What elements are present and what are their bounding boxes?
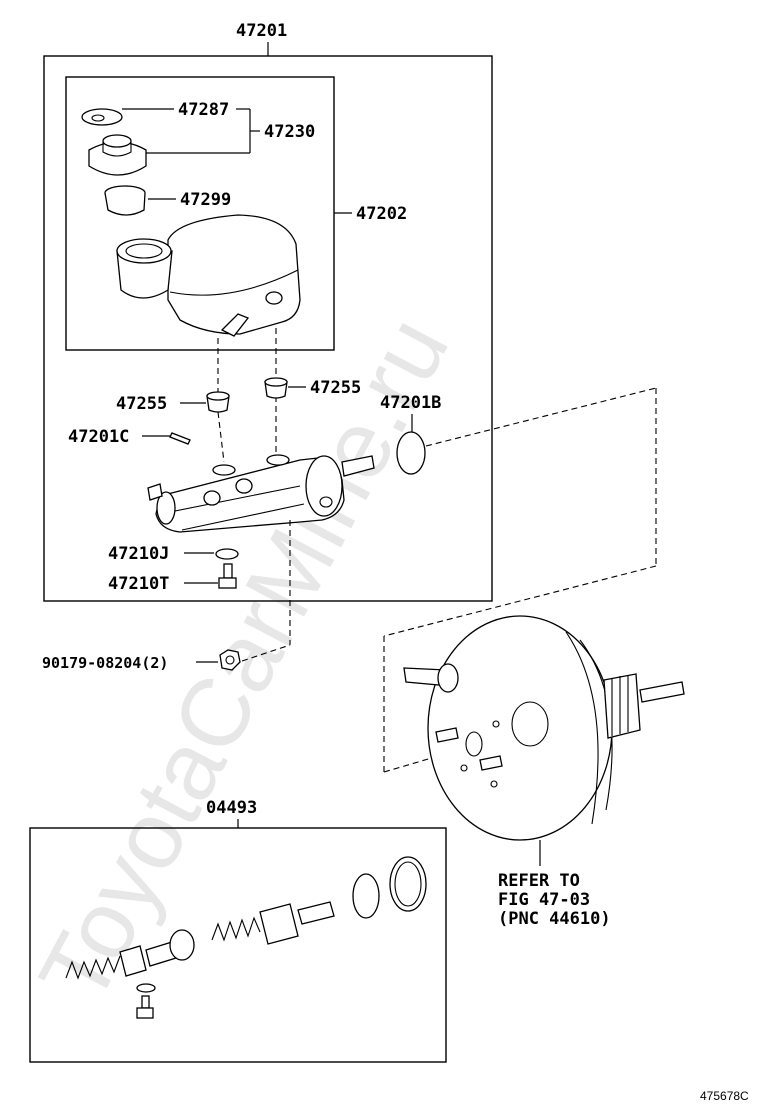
kit-04493-box xyxy=(29,827,447,1063)
kit-oring-small xyxy=(352,873,380,919)
kit-spring-1 xyxy=(65,955,121,980)
assembly-47201-group: 47201 xyxy=(43,21,493,602)
kit-piston-1-cup xyxy=(169,929,195,961)
label-47202[interactable]: 47202 xyxy=(356,204,407,224)
cylinder-fitting-2 xyxy=(235,478,253,494)
booster-rear-hub xyxy=(603,673,641,739)
label-47201C[interactable]: 47201C xyxy=(68,427,129,447)
strainer-body xyxy=(104,192,146,216)
grommet-right-top xyxy=(264,377,288,387)
dash-grommet-left xyxy=(217,411,225,463)
booster-stud-1 xyxy=(435,727,459,743)
dash-nut-horizontal xyxy=(241,644,291,662)
dash-right-to-left xyxy=(383,565,657,637)
kit-spring-2 xyxy=(211,916,261,942)
reservoir-neck xyxy=(116,250,173,299)
label-47230[interactable]: 47230 xyxy=(264,122,315,142)
figure-code: 475678C xyxy=(700,1089,749,1103)
pin-part: 47201C xyxy=(68,427,191,447)
cap-part: 47230 xyxy=(88,108,315,176)
kit-04493-group: 04493 xyxy=(29,798,447,1063)
dash-left-bottom xyxy=(383,751,453,773)
label-47201[interactable]: 47201 xyxy=(236,21,287,41)
booster-rim-2 xyxy=(565,631,599,825)
reservoir-part: 47202 xyxy=(116,204,407,337)
kit-oring-large-inner xyxy=(394,861,422,907)
strainer-part: 47299 xyxy=(104,185,231,216)
nut-hole xyxy=(225,655,235,665)
cylinder-flange-hole xyxy=(319,496,333,508)
oring-shape xyxy=(396,431,426,475)
grommet-left-top xyxy=(206,391,230,401)
nut-shape xyxy=(219,649,241,671)
cylinder-flange xyxy=(305,455,343,517)
bleeder-cap-part: 47210J xyxy=(108,544,239,564)
reservoir-body xyxy=(167,214,301,335)
cap-top xyxy=(102,134,132,148)
cylinder-end xyxy=(156,491,176,525)
kit-bleeder-cap xyxy=(136,983,156,993)
kit-piston-1-body xyxy=(119,945,147,977)
cylinder-port-left xyxy=(212,464,236,476)
grommet-left-part: 47255 xyxy=(116,391,230,414)
kit-bleeder-hex xyxy=(136,1007,154,1019)
master-cylinder-part xyxy=(147,454,375,533)
oring-part: 47201B xyxy=(380,393,441,475)
label-47299[interactable]: 47299 xyxy=(180,190,231,210)
cap-gasket-shape xyxy=(81,108,123,126)
cylinder-fitting-1 xyxy=(203,490,221,506)
label-90179-08204[interactable]: 90179-08204(2) xyxy=(42,654,168,672)
label-47287[interactable]: 47287 xyxy=(178,100,229,120)
reservoir-nozzle xyxy=(220,313,250,337)
cylinder-rib2 xyxy=(181,503,305,531)
kit-piston-2-rod xyxy=(297,901,335,925)
label-47210J[interactable]: 47210J xyxy=(108,544,169,564)
cylinder-tab xyxy=(147,483,163,501)
booster-rear-ribs xyxy=(611,675,629,736)
label-47201B[interactable]: 47201B xyxy=(380,393,441,413)
reservoir-filler-inner xyxy=(125,243,163,259)
kit-oring-large xyxy=(389,856,427,912)
kit-piston-2-body xyxy=(259,903,299,945)
label-47255-left[interactable]: 47255 xyxy=(116,394,167,414)
bleeder-plug-part: 47210T xyxy=(108,563,237,594)
grommet-right-part: 47255 xyxy=(264,377,361,399)
refer-line-2: FIG 47-03 xyxy=(498,890,590,910)
bleeder-plug-hex xyxy=(218,577,237,589)
booster-hole-a xyxy=(492,720,500,728)
booster-pushrod xyxy=(639,681,685,703)
booster-bolt-hole-1 xyxy=(465,731,483,757)
booster-hole-b xyxy=(460,764,468,772)
label-04493[interactable]: 04493 xyxy=(206,798,257,818)
cylinder-piston-rod xyxy=(341,455,375,477)
booster-center-boss xyxy=(511,701,549,747)
nut-part: 90179-08204(2) xyxy=(42,520,291,672)
reservoir-outlet xyxy=(265,291,283,305)
booster-vacuum-base xyxy=(437,663,459,693)
booster-hole-c xyxy=(490,780,498,788)
reservoir-seam xyxy=(169,269,299,296)
label-47210T[interactable]: 47210T xyxy=(108,574,169,594)
pin-shape xyxy=(169,432,191,445)
reservoir-filler xyxy=(116,238,172,264)
refer-note: REFER TO FIG 47-03 (PNC 44610) xyxy=(498,871,611,929)
label-47255-right[interactable]: 47255 xyxy=(310,378,361,398)
assembly-47201-box xyxy=(43,55,493,602)
cylinder-rib xyxy=(169,485,301,513)
kit-bleeder-stem xyxy=(141,995,150,1009)
cap-knob xyxy=(102,141,132,157)
bleeder-plug-stem xyxy=(223,563,233,579)
cap-gasket-hole xyxy=(91,114,105,122)
refer-line-3: (PNC 44610) xyxy=(498,909,611,929)
booster-stud-2 xyxy=(479,755,503,771)
dash-oring-to-right xyxy=(425,387,657,447)
brake-booster-part xyxy=(403,615,685,866)
cap-gasket-part: 47287 xyxy=(81,100,229,126)
cylinder-port-right xyxy=(266,454,290,466)
refer-line-1: REFER TO xyxy=(498,871,580,891)
bleeder-cap-shape xyxy=(215,548,239,560)
